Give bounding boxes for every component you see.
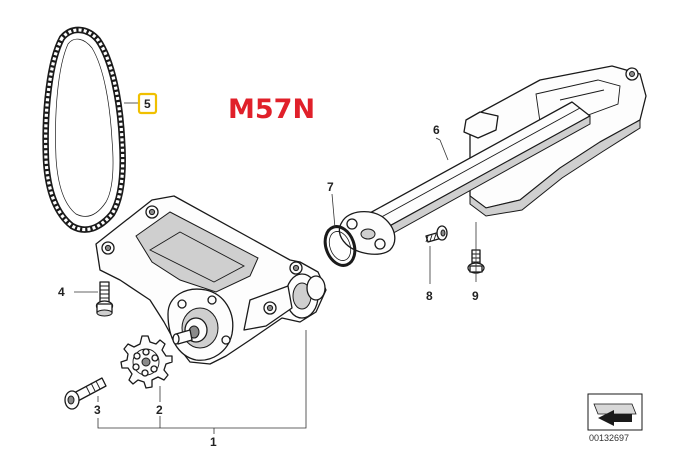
label-3[interactable]: 3 — [94, 403, 101, 417]
highlight-box-5 — [137, 92, 158, 115]
label-1[interactable]: 1 — [210, 435, 217, 449]
label-8[interactable]: 8 — [426, 289, 433, 303]
sprocket[interactable] — [120, 335, 173, 389]
label-4[interactable]: 4 — [58, 285, 65, 299]
oil-pickup-pipe[interactable] — [338, 65, 647, 255]
bolt-pipe-8[interactable] — [425, 225, 448, 243]
label-7[interactable]: 7 — [327, 180, 334, 194]
model-label: M57N — [228, 94, 315, 125]
timing-chain[interactable] — [42, 26, 126, 233]
arrow-catalog-icon: 00132697 — [587, 393, 643, 443]
label-9[interactable]: 9 — [472, 289, 479, 303]
bolt-housing-4[interactable] — [95, 281, 114, 317]
part-labels: 5 6 7 8 9 4 3 2 1 — [58, 92, 479, 449]
label-2[interactable]: 2 — [156, 403, 163, 417]
label-6[interactable]: 6 — [433, 123, 440, 137]
label-5[interactable]: 5 — [144, 97, 151, 111]
leader-lines — [74, 102, 477, 434]
diagram-code: 00132697 — [589, 433, 629, 443]
oil-pump-housing[interactable] — [95, 195, 327, 365]
o-ring[interactable] — [320, 222, 360, 269]
bolt-sprocket-3[interactable] — [64, 377, 107, 410]
